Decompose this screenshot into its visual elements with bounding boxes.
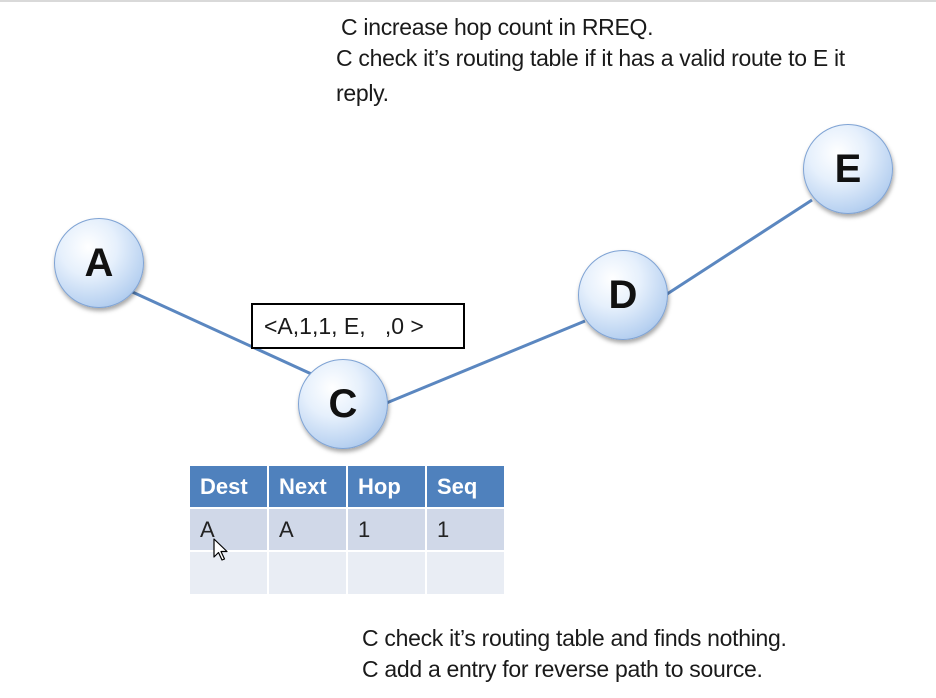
node-d: D bbox=[578, 250, 668, 340]
cell-next: A bbox=[268, 507, 348, 551]
top-divider bbox=[0, 0, 936, 2]
mouse-pointer-icon bbox=[213, 538, 228, 561]
table-row bbox=[190, 550, 506, 594]
cell-seq: 1 bbox=[426, 507, 506, 551]
note-top-line-1: C increase hop count in RREQ. bbox=[341, 14, 654, 40]
table-row: A A 1 1 bbox=[190, 507, 506, 551]
cell-hop bbox=[347, 550, 427, 594]
node-a: A bbox=[54, 218, 144, 308]
routing-table-header-row: Dest Next Hop Seq bbox=[190, 466, 506, 508]
note-top-line-3: reply. bbox=[336, 80, 389, 106]
node-c: C bbox=[298, 359, 388, 449]
routing-table: Dest Next Hop Seq A A 1 1 bbox=[190, 466, 506, 594]
note-bottom-line-2: C add a entry for reverse path to source… bbox=[362, 656, 763, 682]
header-hop: Hop bbox=[347, 466, 427, 508]
link-d-e bbox=[663, 198, 813, 298]
header-seq: Seq bbox=[426, 466, 506, 508]
link-a-c bbox=[127, 288, 319, 379]
header-next: Next bbox=[268, 466, 348, 508]
link-c-d bbox=[383, 319, 586, 406]
cell-dest: A bbox=[190, 507, 269, 551]
note-bottom-line-1: C check it’s routing table and finds not… bbox=[362, 625, 787, 651]
node-e: E bbox=[803, 124, 893, 214]
cell-seq bbox=[426, 550, 506, 594]
cell-dest bbox=[190, 550, 269, 594]
header-dest: Dest bbox=[190, 466, 269, 508]
rreq-packet-label: <A,1,1, E, ,0 > bbox=[251, 303, 465, 349]
note-top-line-2: C check it’s routing table if it has a v… bbox=[336, 45, 845, 71]
cell-next bbox=[268, 550, 348, 594]
cell-hop: 1 bbox=[347, 507, 427, 551]
